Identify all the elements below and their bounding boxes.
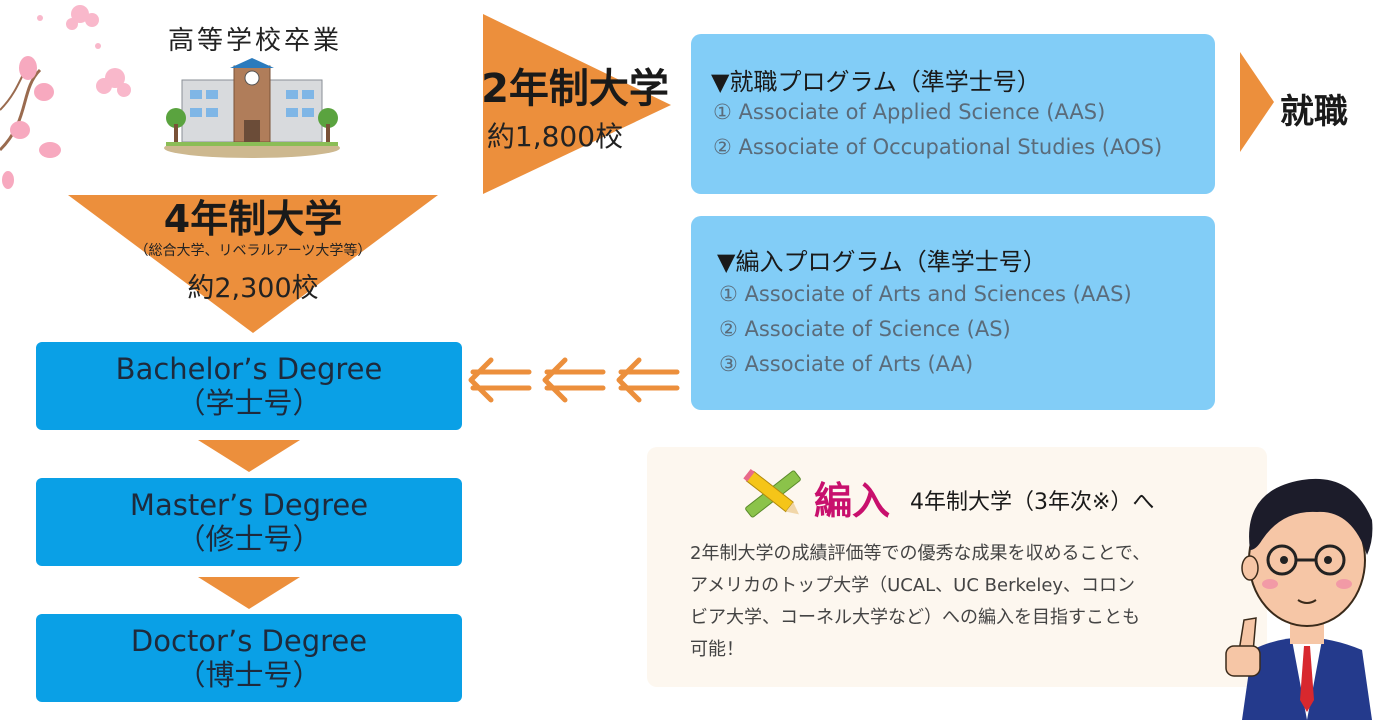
employment-right-triangle xyxy=(1240,52,1274,152)
cherry-blossom-icon xyxy=(0,5,131,189)
graduation-title: 高等学校卒業 xyxy=(167,26,342,56)
employment-label: 就職 xyxy=(1280,92,1348,132)
degree-down-triangle xyxy=(198,577,300,609)
transfer-description-line: 可能！ xyxy=(690,639,744,660)
master-degree-name: Master’s Degree xyxy=(129,488,369,522)
two-year-title: 2年制大学 xyxy=(481,66,669,112)
transfer-program-item: ② Associate of Science (AS) xyxy=(719,317,1011,341)
transfer-program-item: ③ Associate of Arts (AA) xyxy=(719,352,974,376)
employment-program-title: ▼就職プログラム（準学士号） xyxy=(711,68,1041,96)
transfer-subtitle: 4年制大学（3年次※）へ xyxy=(910,490,1155,515)
transfer-program-title: ▼編入プログラム（準学士号） xyxy=(717,248,1047,276)
double-left-arrow-icon xyxy=(468,357,680,403)
two-year-count: 約1,800校 xyxy=(486,120,624,153)
two-year-right-triangle xyxy=(483,14,671,194)
master-degree-ja: （修士号） xyxy=(176,522,322,556)
employment-program-item: ① Associate of Applied Science (AAS) xyxy=(713,100,1106,124)
transfer-description-line: ビア大学、コーネル大学など）への編入を目指すことも xyxy=(690,607,1140,628)
transfer-description-line: アメリカのトップ大学（UCAL、UC Berkeley、コロン xyxy=(690,575,1136,596)
transfer-program-box: ▼編入プログラム（準学士号） ① Associate of Arts and S… xyxy=(691,216,1215,410)
master-degree-box: Master’s Degree （修士号） xyxy=(36,478,462,566)
employment-program-box: ▼就職プログラム（準学士号） ① Associate of Applied Sc… xyxy=(691,34,1215,194)
teacher-illustration xyxy=(1225,478,1373,720)
bachelor-degree-ja: （学士号） xyxy=(176,386,322,420)
transfer-description-line: 2年制大学の成績評価等での優秀な成果を収めることで、 xyxy=(690,543,1151,564)
doctor-degree-name: Doctor’s Degree xyxy=(130,624,368,658)
bachelor-degree-name: Bachelor’s Degree xyxy=(115,352,383,386)
school-building-icon xyxy=(164,58,340,158)
doctor-degree-ja: （博士号） xyxy=(176,658,322,692)
transfer-description: 2年制大学の成績評価等での優秀な成果を収めることで、 アメリカのトップ大学（UC… xyxy=(690,538,1220,666)
degree-down-triangle xyxy=(198,440,300,472)
bachelor-degree-box: Bachelor’s Degree （学士号） xyxy=(36,342,462,430)
four-year-count: 約2,300校 xyxy=(187,273,319,304)
four-year-subtitle: （総合大学、リベラルアーツ大学等） xyxy=(134,243,372,259)
transfer-card xyxy=(647,447,1267,687)
doctor-degree-box: Doctor’s Degree （博士号） xyxy=(36,614,462,702)
four-year-down-triangle xyxy=(68,195,438,333)
transfer-title: 編入 xyxy=(814,479,891,523)
employment-program-item: ② Associate of Occupational Studies (AOS… xyxy=(713,135,1163,159)
transfer-program-item: ① Associate of Arts and Sciences (AAS) xyxy=(719,282,1132,306)
pencil-ruler-icon xyxy=(743,468,801,518)
four-year-title: 4年制大学 xyxy=(163,197,343,241)
